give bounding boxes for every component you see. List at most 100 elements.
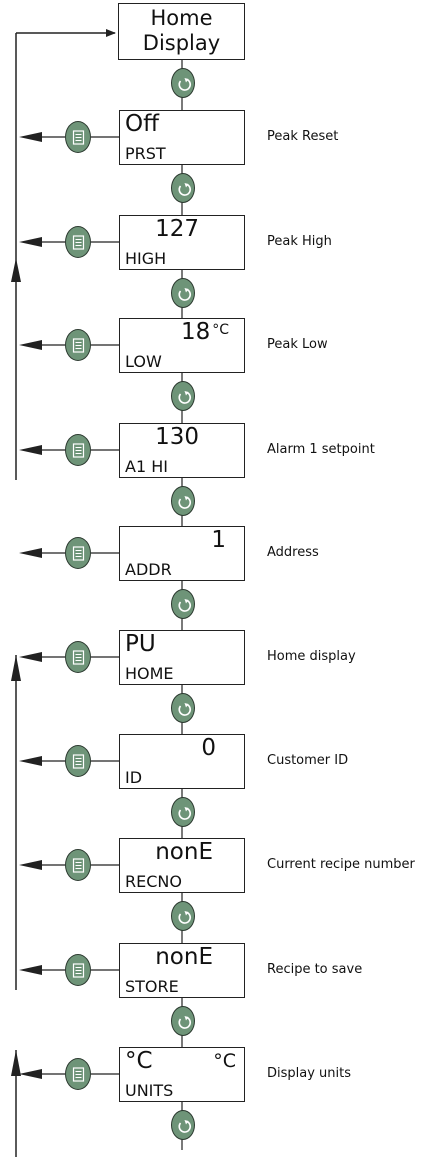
param-value-secondary: °C [213,1050,236,1072]
left-arrow [19,965,42,975]
left-arrow [19,1069,42,1079]
param-value: Off [125,113,159,136]
page-button-icon [72,754,85,769]
left-arrow [19,756,42,766]
left-arrow [19,548,42,558]
scroll-button-icon [178,807,191,820]
scroll-button[interactable] [171,1006,195,1036]
param-value-text: 18 [180,319,211,345]
param-value: 0 [201,737,216,760]
scroll-button-icon [178,1016,191,1029]
page-button-icon [72,235,85,250]
scroll-button-icon [178,911,191,924]
scroll-button-icon [178,183,191,196]
param-code: A1 HI [125,457,168,476]
page-button[interactable] [65,1058,91,1090]
param-code: RECNO [125,872,182,891]
scroll-button-icon [178,391,191,404]
param-label: Display units [267,1066,352,1081]
page-button-icon [72,130,85,145]
param-unit: °C [212,322,229,338]
param-value: nonE [155,841,213,864]
page-button-icon [72,546,85,561]
param-label: Peak Low [267,337,328,352]
left-arrow [19,340,42,350]
param-value-text: 0 [201,735,216,761]
param-value: 18°C [181,321,229,344]
param-value: PU [125,633,156,656]
scroll-button[interactable] [171,589,195,619]
home-display-box: Home Display [118,3,245,60]
param-value: nonE [155,946,213,969]
param-code: STORE [125,977,179,996]
page-button[interactable] [65,226,91,258]
left-arrow [19,652,42,662]
param-value-text: 1 [211,527,226,553]
scroll-button[interactable] [171,278,195,308]
scroll-button-icon [178,599,191,612]
page-button-icon [72,963,85,978]
up-arrow-1 [11,258,21,282]
param-value-text: 130 [155,424,199,450]
param-code: HOME [125,664,174,683]
page-button-icon [72,1067,85,1082]
scroll-button[interactable] [171,381,195,411]
param-label: Peak High [267,234,332,249]
param-display-box: nonE RECNO [119,838,245,893]
param-code: ID [125,768,143,787]
scroll-button[interactable] [171,797,195,827]
scroll-button[interactable] [171,693,195,723]
param-value: °C [125,1050,153,1073]
param-display-box: 130 A1 HI [119,423,245,478]
param-display-box: PU HOME [119,630,245,685]
param-value-text: nonE [155,839,213,865]
scroll-button[interactable] [171,173,195,203]
scroll-button[interactable] [171,486,195,516]
param-code: PRST [125,144,166,163]
page-button[interactable] [65,641,91,673]
up-arrow-2 [11,655,21,681]
param-code: ADDR [125,560,172,579]
scroll-button[interactable] [171,901,195,931]
scroll-button[interactable] [171,68,195,98]
page-button[interactable] [65,329,91,361]
home-line1: Home [150,6,213,30]
scroll-button-icon [178,496,191,509]
page-button[interactable] [65,745,91,777]
page-button[interactable] [65,121,91,153]
param-value-text: 127 [155,216,199,242]
page-button[interactable] [65,849,91,881]
param-value-text: PU [125,631,156,657]
home-line2: Display [142,31,221,55]
scroll-button-icon [178,703,191,716]
scroll-button-icon [178,1120,191,1133]
param-value-text: °C [125,1048,153,1074]
scroll-button[interactable] [171,1110,195,1140]
page-button-icon [72,443,85,458]
left-arrow [19,860,42,870]
page-button[interactable] [65,954,91,986]
page-button[interactable] [65,434,91,466]
param-label: Peak Reset [267,129,339,144]
left-arrow [19,237,42,247]
param-display-box: nonE STORE [119,943,245,998]
param-label: Customer ID [267,753,349,768]
param-value-text: nonE [155,944,213,970]
param-label: Home display [267,649,356,664]
param-label: Address [267,545,319,560]
up-arrow-3 [11,1050,21,1076]
page-button-icon [72,650,85,665]
param-label: Alarm 1 setpoint [267,442,375,457]
left-arrow [19,132,42,142]
param-value: 1 [211,529,226,552]
page-button-icon [72,858,85,873]
scroll-button-icon [178,78,191,91]
left-arrow [19,445,42,455]
page-button[interactable] [65,537,91,569]
